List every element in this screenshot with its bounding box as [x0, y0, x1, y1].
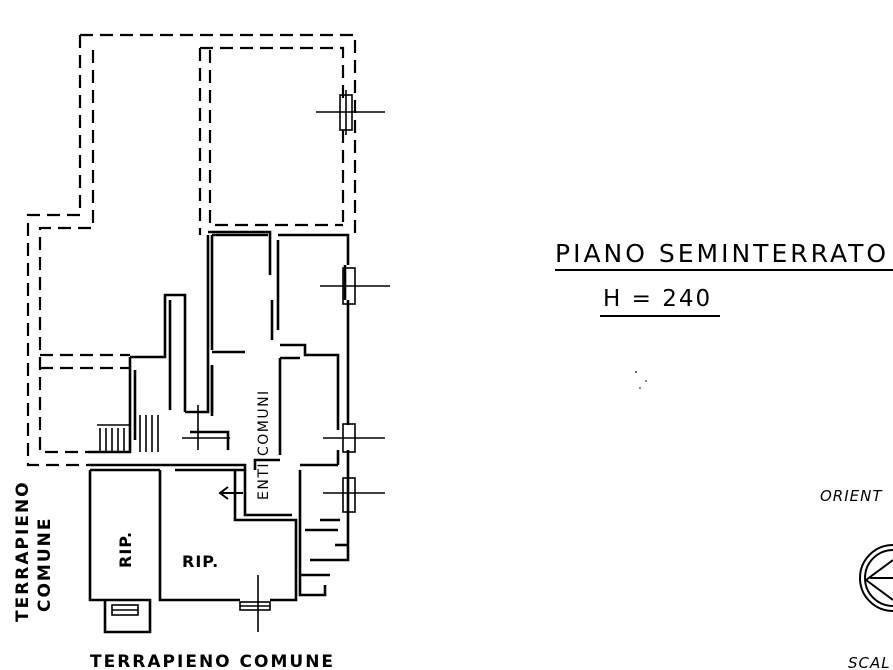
- floor-title: PIANO SEMINTERRATO: [555, 239, 889, 268]
- staircase: [97, 415, 159, 452]
- room-label-common-areas: ENTI COMUNI: [256, 389, 272, 500]
- ceiling-height-label: H = 240: [603, 286, 712, 312]
- entrance-arrow-icon: [218, 486, 243, 500]
- room-label-rip-small: RIP.: [116, 531, 135, 568]
- room-label-rip-large: RIP.: [182, 552, 219, 571]
- orientation-label: ORIENT: [820, 487, 883, 505]
- surrounding-label-left-line2: COMUNE: [35, 517, 55, 613]
- compass-icon: [859, 544, 893, 612]
- solid-walls-basement: [88, 230, 350, 634]
- surrounding-label-bottom: TERRAPIENO COMUNE: [90, 652, 335, 670]
- windows-openings: [111, 90, 390, 632]
- dashed-outline-upper-floor: [26, 33, 357, 467]
- scale-label: SCAL: [848, 654, 891, 670]
- surrounding-label-left-line1: TERRAPIENO: [13, 480, 33, 622]
- scan-specks: [635, 371, 647, 389]
